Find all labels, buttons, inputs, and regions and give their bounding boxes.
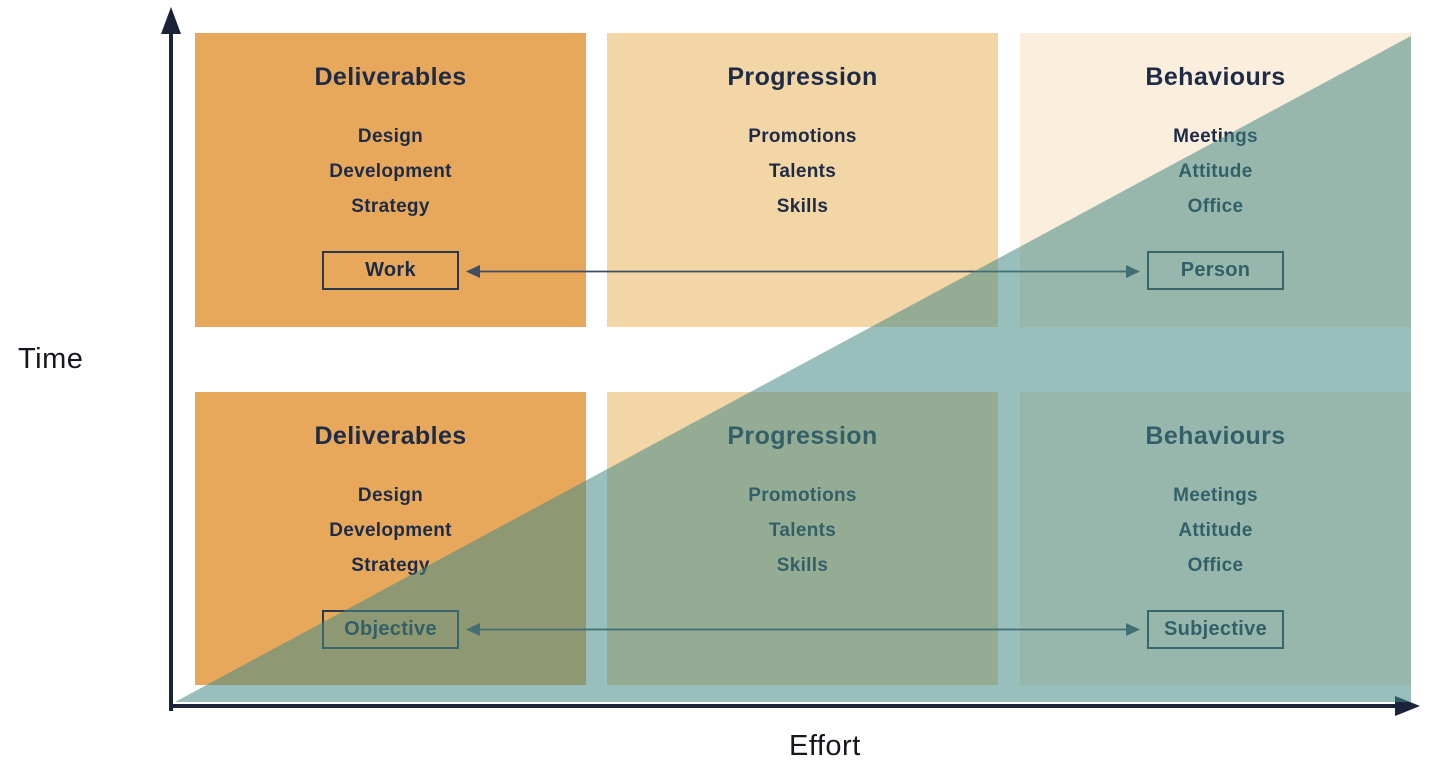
- cell-item: Skills: [776, 196, 829, 217]
- tag-person-label: Person: [1180, 259, 1251, 281]
- cell-title: Behaviours: [1145, 63, 1286, 91]
- cell-title: Progression: [727, 63, 878, 91]
- cell-item: Office: [1187, 555, 1244, 576]
- tag-work-label: Work: [365, 259, 416, 281]
- cell-title: Deliverables: [314, 63, 467, 91]
- cell-item: Office: [1187, 196, 1244, 217]
- cell-item: Meetings: [1173, 485, 1258, 506]
- x-axis-arrowhead-icon: [1395, 696, 1420, 716]
- cell-progression-top: Progression Promotions Talents Skills: [607, 33, 998, 327]
- cell-deliverables-bottom: Deliverables Design Development Strategy…: [195, 392, 586, 685]
- cell-item: Attitude: [1178, 520, 1253, 541]
- cell-title: Progression: [727, 422, 878, 450]
- cell-behaviours-bottom: Behaviours Meetings Attitude Office Subj…: [1020, 392, 1411, 685]
- cell-items: Meetings Attitude Office: [1020, 119, 1411, 224]
- cell-behaviours-top: Behaviours Meetings Attitude Office Pers…: [1020, 33, 1411, 327]
- cell-item: Design: [357, 485, 424, 506]
- cell-item: Strategy: [351, 555, 430, 576]
- cell-item: Promotions: [748, 485, 857, 506]
- cell-items: Meetings Attitude Office: [1020, 478, 1411, 583]
- cell-items: Promotions Talents Skills: [607, 478, 998, 583]
- cell-item: Strategy: [351, 196, 430, 217]
- cell-item: Skills: [776, 555, 829, 576]
- tag-work: Work: [322, 251, 459, 290]
- tag-objective-label: Objective: [344, 618, 437, 640]
- x-axis-label: Effort: [789, 730, 861, 762]
- tag-subjective: Subjective: [1147, 610, 1284, 649]
- tag-person: Person: [1147, 251, 1284, 290]
- cell-progression-bottom: Progression Promotions Talents Skills: [607, 392, 998, 685]
- cell-item: Development: [329, 520, 452, 541]
- x-axis: [169, 696, 1420, 716]
- cell-item: Talents: [768, 520, 837, 541]
- tag-subjective-label: Subjective: [1163, 618, 1268, 640]
- cell-item: Development: [329, 161, 452, 182]
- cell-item: Talents: [768, 161, 837, 182]
- tag-objective: Objective: [322, 610, 459, 649]
- cell-items: Design Development Strategy: [195, 478, 586, 583]
- cell-items: Design Development Strategy: [195, 119, 586, 224]
- y-axis-label: Time: [18, 343, 84, 375]
- cell-item: Promotions: [748, 126, 857, 147]
- cell-items: Promotions Talents Skills: [607, 119, 998, 224]
- cell-deliverables-top: Deliverables Design Development Strategy…: [195, 33, 586, 327]
- cell-title: Deliverables: [314, 422, 467, 450]
- cell-item: Meetings: [1173, 126, 1258, 147]
- y-axis: [161, 7, 181, 711]
- cell-item: Attitude: [1178, 161, 1253, 182]
- cell-item: Design: [357, 126, 424, 147]
- y-axis-arrowhead-icon: [161, 7, 181, 34]
- cell-title: Behaviours: [1145, 422, 1286, 450]
